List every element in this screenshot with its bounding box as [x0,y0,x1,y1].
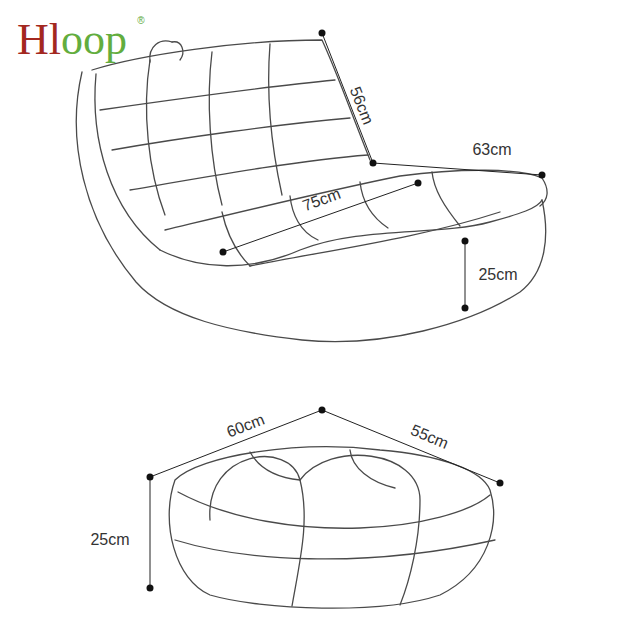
dimension-label: 55cm [407,420,454,453]
logo-letter: o [83,15,105,64]
dimension-label: 25cm [476,266,519,284]
registered-mark: ® [137,15,144,26]
logo-letter: l [49,15,61,64]
logo-letter: o [61,15,83,64]
dimension-dots [147,30,546,592]
logo-letter: H [17,15,49,64]
chair-outline [76,40,547,608]
dimension-lines [150,33,542,588]
dimension-label: 63cm [470,141,513,159]
brand-logo: Hloop [17,16,127,64]
dimension-label: 25cm [88,531,131,549]
logo-letter: p [105,15,127,64]
dimension-label: 60cm [223,410,270,442]
